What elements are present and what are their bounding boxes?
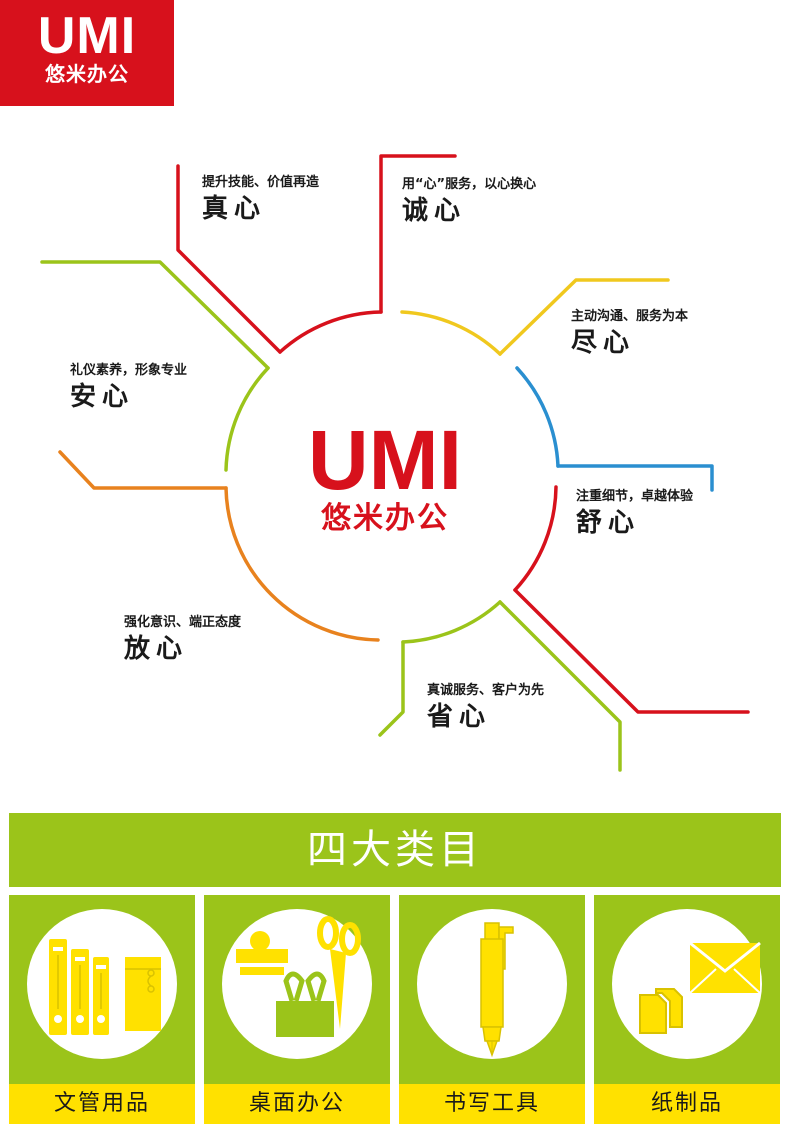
categories-title: 四大类目 xyxy=(9,813,781,887)
arc-blue xyxy=(515,366,560,468)
category-label: 桌面办公 xyxy=(204,1084,390,1124)
leader-anxin xyxy=(40,260,270,370)
value-anxin: 礼仪素养，形象专业 安心 xyxy=(70,362,187,414)
binder-files-icon xyxy=(49,939,161,1035)
category-circle xyxy=(417,909,567,1059)
category-label: 书写工具 xyxy=(399,1084,585,1124)
value-sub: 提升技能、价值再造 xyxy=(202,175,320,190)
center-logo-cn: 悠米办公 xyxy=(321,501,449,536)
value-main: 放心 xyxy=(124,634,189,664)
values-diagram xyxy=(40,154,750,772)
value-main: 尽心 xyxy=(571,328,636,358)
value-sub: 用“心”服务，以心换心 xyxy=(402,177,537,192)
value-main: 真心 xyxy=(202,194,267,224)
leader-shengxin-right xyxy=(498,600,622,772)
center-logo-text: UMI xyxy=(308,413,462,507)
value-sub: 真诚服务、客户为先 xyxy=(427,683,545,698)
value-main: 诚心 xyxy=(402,196,467,226)
value-main: 安心 xyxy=(70,382,135,412)
value-main: 舒心 xyxy=(576,508,641,538)
brand-logo: UMI 悠米办公 xyxy=(0,0,174,106)
value-shuxin: 注重细节，卓越体验 舒心 xyxy=(576,488,693,540)
category-circle xyxy=(27,909,177,1059)
envelope-paper-icon xyxy=(639,941,761,1034)
arc-yellow xyxy=(400,310,502,356)
leader-zhenxin xyxy=(176,164,282,354)
arc-orange xyxy=(224,486,380,642)
leader-fangxin xyxy=(58,450,228,490)
arc-green-left xyxy=(224,366,270,472)
leader-blue xyxy=(556,464,714,492)
value-sub: 主动沟通、服务为本 xyxy=(571,309,689,324)
brand-logo-cn: 悠米办公 xyxy=(45,62,129,86)
leader-jinxin xyxy=(498,278,670,356)
category-label: 纸制品 xyxy=(594,1084,780,1124)
category-card-writing[interactable]: 书写工具 xyxy=(399,895,585,1124)
arc-red-top xyxy=(278,310,383,354)
leader-shuxin xyxy=(513,588,750,714)
value-zhenxin: 提升技能、价值再造 真心 xyxy=(202,174,319,226)
value-shengxin: 真诚服务、客户为先 省心 xyxy=(427,682,544,734)
center-logo: UMI 悠米办公 xyxy=(280,418,490,536)
leader-chengxin xyxy=(379,154,457,314)
pen-icon xyxy=(480,922,514,1058)
value-sub: 礼仪素养，形象专业 xyxy=(70,363,188,378)
category-card-paper[interactable]: 纸制品 xyxy=(594,895,780,1124)
arc-red-right xyxy=(513,485,558,592)
value-chengxin: 用“心”服务，以心换心 诚心 xyxy=(402,176,536,228)
value-jinxin: 主动沟通、服务为本 尽心 xyxy=(571,308,688,360)
clip-scissors-icon xyxy=(236,916,361,1037)
brand-logo-text: UMI xyxy=(37,7,137,65)
value-main: 省心 xyxy=(427,702,492,732)
value-sub: 注重细节，卓越体验 xyxy=(576,489,694,504)
value-fangxin: 强化意识、端正态度 放心 xyxy=(124,614,241,666)
category-circle xyxy=(222,909,372,1059)
arc-green-bottom xyxy=(401,600,502,644)
category-card-files[interactable]: 文管用品 xyxy=(9,895,195,1124)
category-card-desk[interactable]: 桌面办公 xyxy=(204,895,390,1124)
category-circle xyxy=(612,909,762,1059)
category-label: 文管用品 xyxy=(9,1084,195,1124)
value-sub: 强化意识、端正态度 xyxy=(124,615,242,630)
leader-shengxin-left xyxy=(378,640,405,737)
